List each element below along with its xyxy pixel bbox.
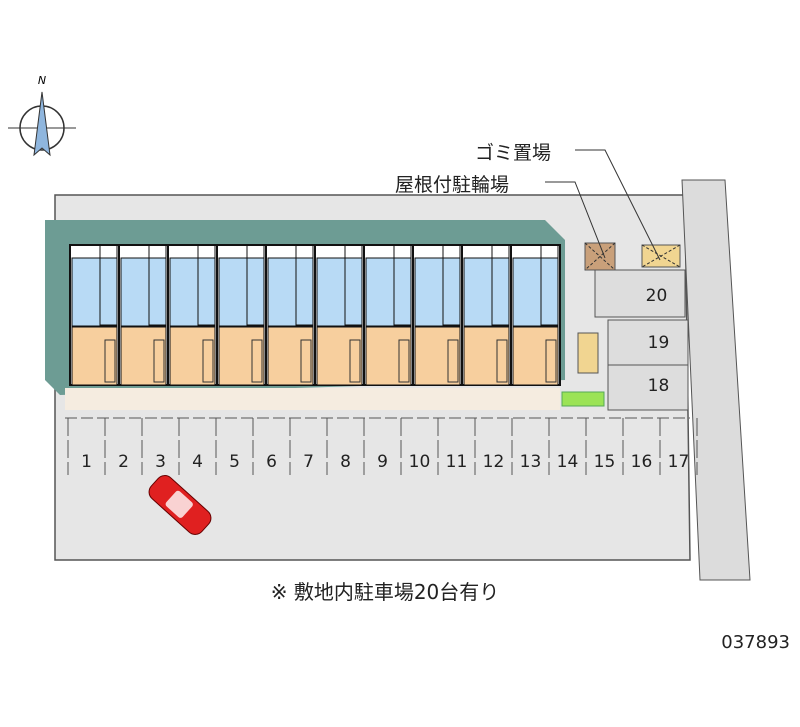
garbage-label: ゴミ置場 — [475, 142, 552, 164]
parking-number: 7 — [303, 452, 314, 472]
parking-number: 16 — [630, 452, 653, 472]
parking-number: 14 — [556, 452, 579, 472]
parking-space-20 — [594, 269, 686, 318]
parking-number: 2 — [118, 452, 129, 472]
planting — [561, 391, 605, 407]
apartment-unit — [314, 244, 365, 386]
parking-number: 12 — [482, 452, 505, 472]
car-icon — [148, 475, 212, 535]
property-code: 037893 — [721, 632, 790, 653]
storage — [577, 332, 599, 374]
apartment-unit — [216, 244, 267, 386]
bike-shelter-label: 屋根付駐輪場 — [395, 174, 510, 196]
apartment-unit — [510, 244, 561, 386]
parking-note: ※ 敷地内駐車場20台有り — [270, 580, 500, 604]
parking-number: 5 — [229, 452, 240, 472]
building — [69, 244, 561, 386]
parking-number: 10 — [408, 452, 431, 472]
parking-space-19 — [607, 319, 689, 366]
apartment-unit — [461, 244, 512, 386]
parking-space-18 — [607, 364, 689, 411]
parking-number: 3 — [155, 452, 166, 472]
apartment-unit — [363, 244, 414, 386]
parking-number: 11 — [445, 452, 468, 472]
parking-number: 13 — [519, 452, 542, 472]
parking-number: 20 — [645, 286, 668, 306]
parking-stalls — [65, 417, 698, 475]
road — [681, 179, 751, 581]
parking-number: 15 — [593, 452, 616, 472]
parking-number: 9 — [377, 452, 388, 472]
parking-number: 17 — [667, 452, 690, 472]
parking-number: 8 — [340, 452, 351, 472]
north-label: N — [38, 74, 46, 87]
apartment-unit — [412, 244, 463, 386]
compass-icon: N — [8, 74, 76, 157]
parking-number: 19 — [647, 333, 670, 353]
walkway — [65, 388, 560, 410]
apartment-unit — [69, 244, 120, 386]
apartment-unit — [265, 244, 316, 386]
apartment-unit — [167, 244, 218, 386]
apartment-unit — [118, 244, 169, 386]
parking-number: 4 — [192, 452, 203, 472]
parking-number: 1 — [81, 452, 92, 472]
parking-number: 18 — [647, 376, 670, 396]
parking-number: 6 — [266, 452, 277, 472]
